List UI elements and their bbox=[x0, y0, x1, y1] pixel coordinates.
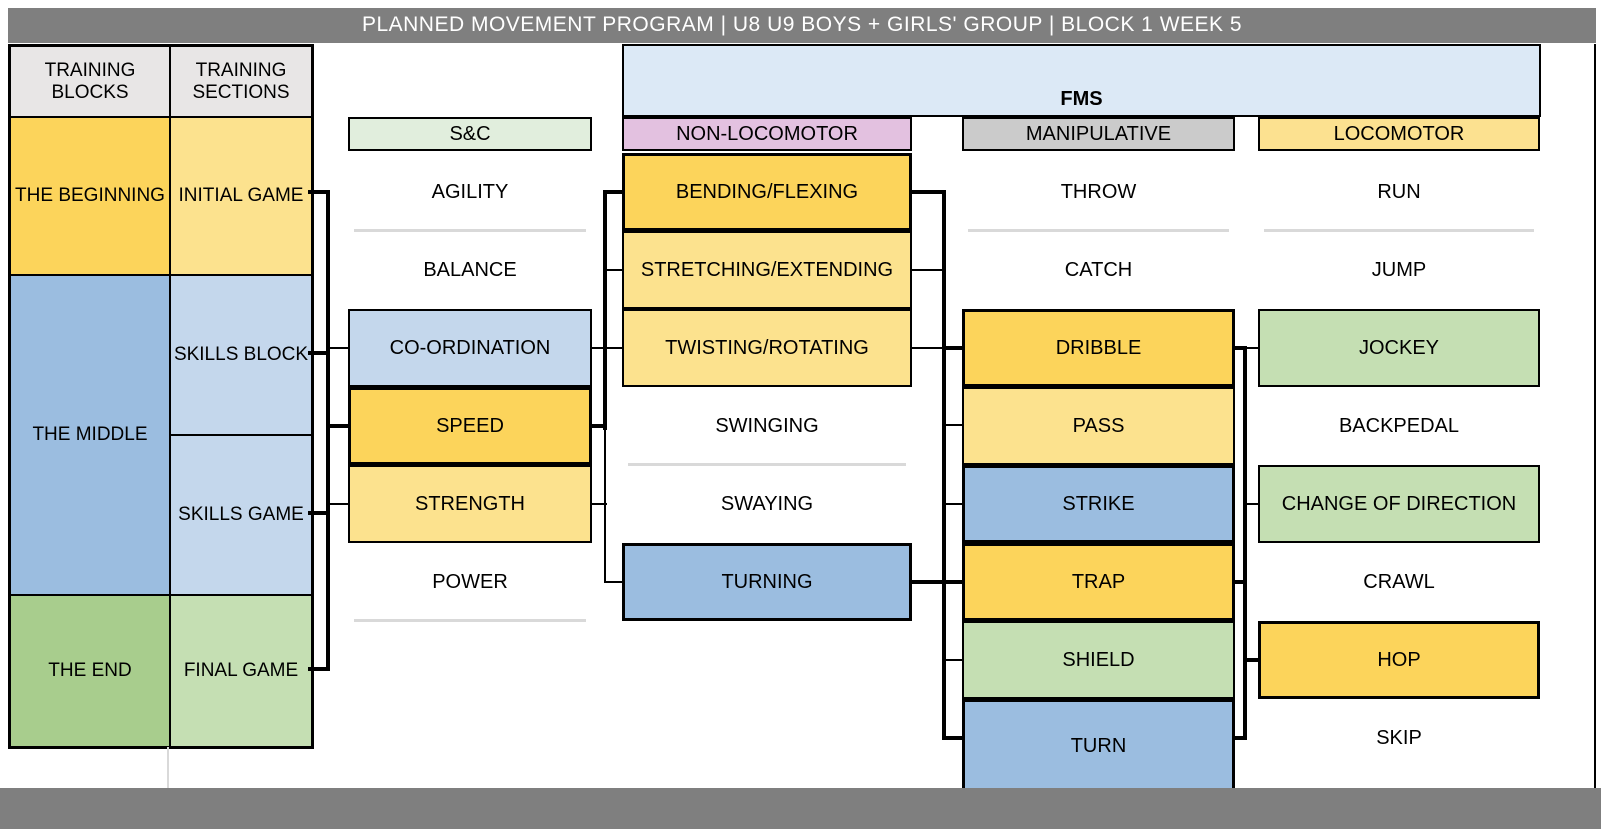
connector-stub bbox=[1247, 503, 1258, 505]
connector-spine-4 bbox=[1243, 346, 1247, 740]
connector-stub bbox=[604, 581, 622, 583]
connector-stub bbox=[942, 736, 962, 740]
connector-spine-3 bbox=[942, 190, 946, 740]
nl-item-bending-flexing: BENDING/FLEXING bbox=[622, 153, 912, 231]
sc-item-speed: SPEED bbox=[348, 387, 592, 465]
connector-stub bbox=[910, 580, 946, 584]
connector-stub bbox=[308, 351, 328, 355]
connector-stub bbox=[1233, 346, 1247, 350]
ma-item-dribble: DRIBBLE bbox=[962, 309, 1235, 387]
ma-item-trap: TRAP bbox=[962, 543, 1235, 621]
connector-stub bbox=[910, 347, 946, 349]
connector-stub bbox=[330, 503, 348, 505]
connector-stub bbox=[603, 269, 622, 271]
manipulative-column-header: MANIPULATIVE bbox=[962, 117, 1235, 151]
nl-item-stretching-extending: STRETCHING/EXTENDING bbox=[622, 231, 912, 309]
ma-item-catch: CATCH bbox=[1064, 258, 1133, 281]
section-skills-block: SKILLS BLOCK bbox=[170, 275, 312, 435]
connector-stub bbox=[942, 346, 962, 350]
sc-item-agility: AGILITY bbox=[431, 180, 509, 203]
divider bbox=[354, 619, 586, 622]
section-final-game: FINAL GAME bbox=[170, 595, 312, 747]
connector-stub bbox=[590, 424, 607, 428]
connector-stub bbox=[330, 347, 348, 349]
connector-stub bbox=[910, 190, 946, 194]
connector-stub bbox=[308, 667, 328, 671]
ma-item-pass: PASS bbox=[962, 387, 1235, 465]
nl-item-twisting-rotating: TWISTING/ROTATING bbox=[622, 309, 912, 387]
connector-stub bbox=[603, 347, 622, 349]
ma-item-strike: STRIKE bbox=[962, 465, 1235, 543]
connector-spine-1 bbox=[326, 190, 330, 671]
title-bar: PLANNED MOVEMENT PROGRAM | U8 U9 BOYS + … bbox=[8, 8, 1596, 43]
connector-stub bbox=[603, 190, 622, 194]
sc-item-balance: BALANCE bbox=[423, 258, 517, 281]
ma-item-throw: THROW bbox=[1060, 180, 1137, 203]
connector-stub bbox=[1247, 658, 1258, 662]
connector-stub bbox=[1247, 347, 1258, 349]
divider bbox=[1264, 229, 1534, 232]
divider bbox=[354, 229, 586, 232]
connector-stub bbox=[942, 503, 962, 505]
footer-bar bbox=[0, 788, 1601, 829]
nl-item-swaying: SWAYING bbox=[720, 492, 814, 515]
nl-item-turning: TURNING bbox=[622, 543, 912, 621]
lo-item-jockey: JOCKEY bbox=[1258, 309, 1540, 387]
connector-stub bbox=[942, 424, 962, 426]
block-the-middle: THE MIDDLE bbox=[10, 275, 170, 595]
locomotor-column-header: LOCOMOTOR bbox=[1258, 117, 1540, 151]
training-blocks-header: TRAINING BLOCKS bbox=[10, 46, 170, 117]
sc-item-power: POWER bbox=[432, 570, 508, 593]
lo-item-run: RUN bbox=[1377, 180, 1421, 203]
lo-item-change-of-direction: CHANGE OF DIRECTION bbox=[1258, 465, 1540, 543]
nl-item-swinging: SWINGING bbox=[715, 414, 819, 437]
sc-item-strength: STRENGTH bbox=[348, 465, 592, 543]
connector-stub bbox=[590, 503, 607, 505]
connector-stub bbox=[330, 424, 348, 428]
lo-item-jump: JUMP bbox=[1371, 258, 1427, 281]
connector-stub bbox=[590, 347, 607, 349]
section-initial-game: INITIAL GAME bbox=[170, 117, 312, 275]
training-table: TRAINING BLOCKS TRAINING SECTIONS THE BE… bbox=[8, 44, 314, 749]
connector-stub bbox=[910, 269, 946, 271]
training-sections-header: TRAINING SECTIONS bbox=[170, 46, 312, 117]
connector-spine-2 bbox=[603, 190, 607, 430]
connector-stub bbox=[308, 190, 328, 194]
sc-item-co-ordination: CO-ORDINATION bbox=[348, 309, 592, 387]
connector-stub bbox=[308, 511, 328, 515]
section-skills-game: SKILLS GAME bbox=[170, 435, 312, 595]
sheet-right-border bbox=[1594, 44, 1596, 788]
lo-item-backpedal: BACKPEDAL bbox=[1338, 414, 1460, 437]
lo-item-skip: SKIP bbox=[1376, 726, 1422, 749]
divider bbox=[968, 229, 1229, 232]
fms-band: FMS bbox=[622, 44, 1541, 117]
lo-item-crawl: CRAWL bbox=[1363, 570, 1435, 593]
connector-stub bbox=[942, 580, 962, 584]
block-the-beginning: THE BEGINNING bbox=[10, 117, 170, 275]
connector-stub bbox=[942, 659, 962, 661]
block-the-end: THE END bbox=[10, 595, 170, 747]
table-column-shadow-line bbox=[167, 747, 169, 788]
ma-item-turn: TURN bbox=[962, 699, 1235, 794]
connector-stub bbox=[1233, 580, 1247, 584]
divider bbox=[628, 463, 906, 466]
ma-item-shield: SHIELD bbox=[962, 621, 1235, 699]
connector-spine-2-lower bbox=[604, 428, 606, 583]
non-locomotor-column-header: NON-LOCOMOTOR bbox=[622, 117, 912, 151]
sc-column-header: S&C bbox=[348, 117, 592, 151]
connector-stub bbox=[1233, 736, 1247, 740]
lo-item-hop: HOP bbox=[1258, 621, 1540, 699]
